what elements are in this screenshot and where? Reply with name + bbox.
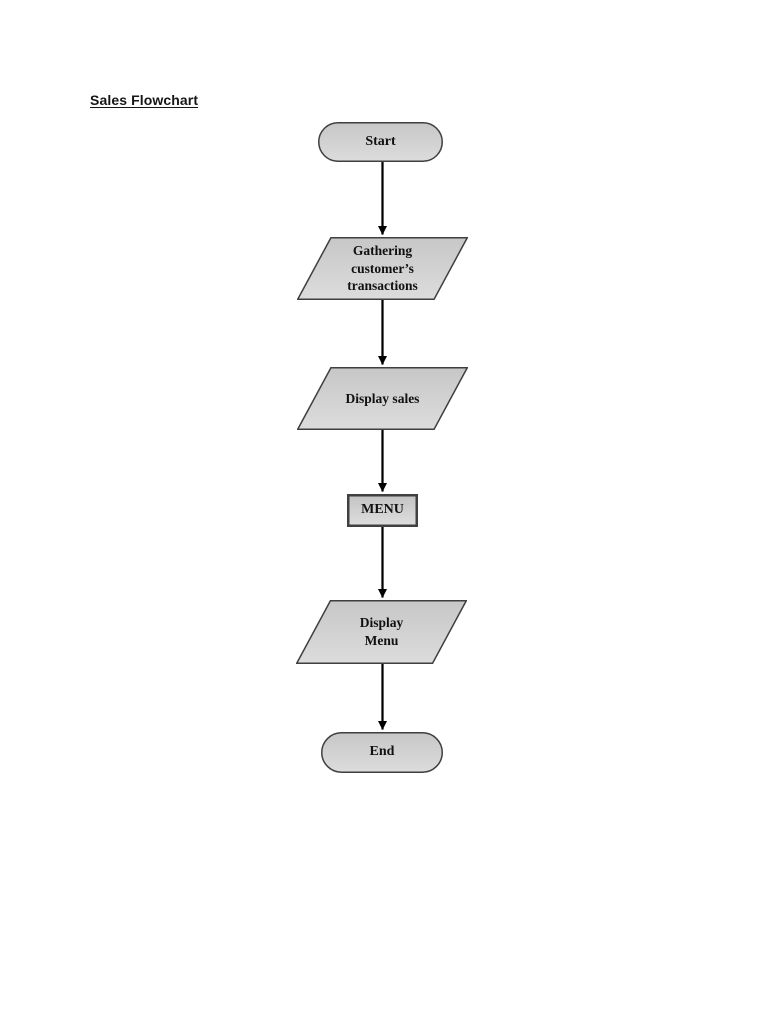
node-label-display-sales: Display sales xyxy=(345,390,420,406)
node-label-display-menu: Display Menu xyxy=(359,615,404,648)
node-display-sales: Display sales xyxy=(297,367,468,430)
node-label-menu: MENU xyxy=(361,502,404,518)
parallelogram-shape-display-menu xyxy=(296,600,467,664)
node-label-gathering-transactions: Gathering customer’s transactions xyxy=(347,242,418,294)
terminator-shape-end xyxy=(321,732,443,773)
node-end: End xyxy=(321,732,443,773)
node-display-menu: Display Menu xyxy=(296,600,467,664)
terminator-shape-start xyxy=(318,122,443,162)
process-shape-menu xyxy=(347,494,418,527)
node-menu: MENU xyxy=(347,494,418,527)
node-gathering-transactions: Gathering customer’s transactions xyxy=(297,237,468,300)
parallelogram-shape-display-sales xyxy=(297,367,468,430)
node-label-end: End xyxy=(369,744,395,760)
parallelogram-shape-gather xyxy=(297,237,468,300)
page-title: Sales Flowchart xyxy=(90,92,199,108)
node-start: Start xyxy=(318,122,443,162)
node-label-start: Start xyxy=(365,133,396,149)
